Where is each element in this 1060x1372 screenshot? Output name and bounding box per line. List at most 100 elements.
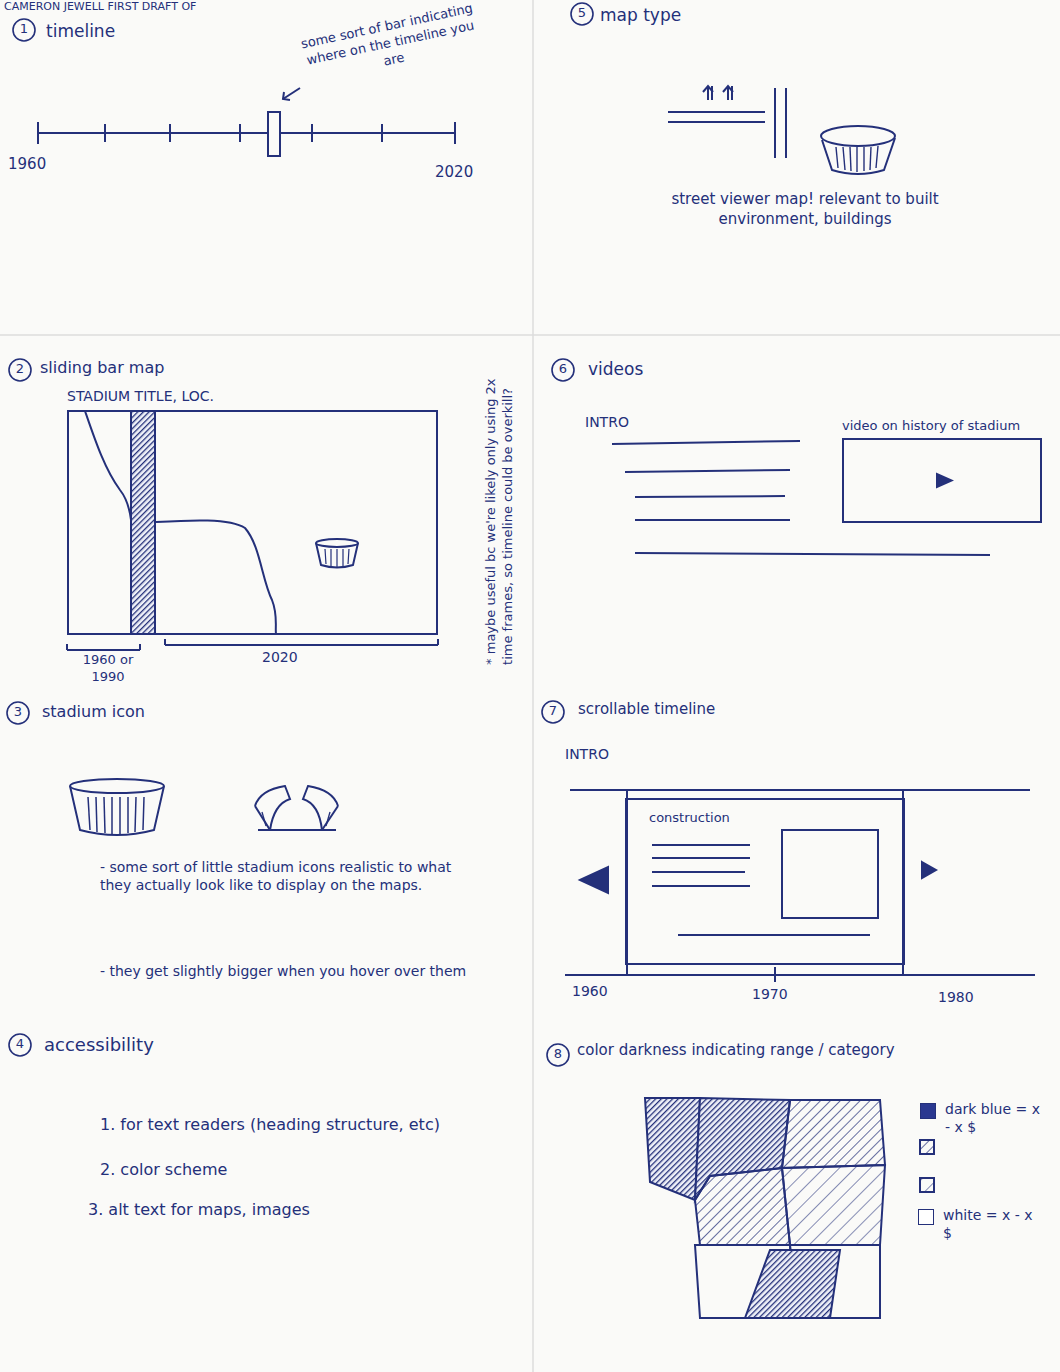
choropleth-sketch [645, 1098, 700, 1200]
axis-label: 1960 [8, 155, 68, 175]
street-map-sketch [843, 147, 845, 170]
scroll-timeline-sketch [580, 867, 608, 893]
callout-circles [542, 701, 564, 723]
legend-swatch [920, 1103, 936, 1119]
street-map-sketch [870, 147, 871, 170]
callout-circles [7, 3, 593, 1066]
scroll-timeline-sketch [570, 789, 1030, 791]
play-button [936, 473, 954, 489]
choropleth-sketch [782, 1165, 885, 1245]
section-title: sliding bar map [40, 358, 290, 379]
street-map-sketch [863, 147, 864, 171]
street-map-sketch [836, 147, 838, 168]
sliding-map-sketch [342, 549, 343, 566]
section-title: accessibility [44, 1033, 294, 1056]
street-map-sketch [876, 146, 878, 168]
stadium-icons [326, 812, 330, 826]
sketch-note: - some sort of little stadium icons real… [100, 858, 480, 894]
callout-number: 6 [552, 361, 574, 378]
stadium-icons [88, 797, 90, 830]
sketch-note: - they get slightly bigger when you hove… [100, 962, 500, 980]
choropleth-sketch [645, 1098, 934, 1318]
timeline-sketch [311, 124, 313, 142]
street-map-sketch [821, 126, 895, 146]
timeline-sketch [38, 132, 455, 134]
scroll-timeline-sketch [922, 862, 936, 878]
node-heading: construction [649, 810, 779, 826]
video-page-sketch [612, 441, 800, 444]
video-page-sketch [635, 519, 790, 521]
sliding-map-sketch [336, 549, 337, 567]
stadium-icons [262, 812, 330, 826]
node-heading: video on history of stadium [842, 418, 1042, 434]
stadium-icons [96, 797, 97, 832]
video-frame: video on history of stadium [842, 418, 1042, 523]
street-map-sketch [711, 86, 713, 100]
street-map-sketch [731, 86, 733, 100]
street-map-sketch [836, 146, 878, 172]
paper-fold [0, 334, 1060, 336]
node-heading: STADIUM TITLE, LOC. [67, 388, 438, 406]
section-title: scrollable timeline [578, 700, 828, 720]
callout-number: 4 [9, 1036, 31, 1053]
stadium-icons [255, 806, 270, 830]
timeline-sketch [104, 124, 106, 142]
scroll-timeline-sketch [774, 967, 776, 982]
choropleth-sketch [695, 1168, 790, 1245]
sliding-map-sketch [131, 411, 155, 634]
choropleth-sketch [782, 1100, 885, 1168]
stadium-icons [111, 797, 113, 834]
sliding-map-sketch [67, 649, 140, 651]
scroll-timeline-sketch [652, 871, 745, 873]
callout-number: 1 [13, 21, 35, 38]
sliding-map-sketch [316, 539, 358, 547]
axis-label: 1960 [572, 982, 632, 1000]
sliding-map-sketch [348, 549, 349, 564]
stadium-icons [143, 797, 144, 830]
list-item: 3. alt text for maps, images [88, 1200, 488, 1221]
callout-number: 2 [9, 361, 31, 378]
stadium-icons [258, 829, 336, 831]
intro-label: INTRO [565, 745, 665, 763]
callout-number: 5 [571, 5, 593, 22]
street-map-sketch [668, 86, 895, 174]
map-border [67, 410, 438, 635]
stadium-icons [322, 806, 338, 830]
sliding-map-sketch [156, 520, 276, 634]
callout-circles [7, 702, 29, 724]
legend-row: white = x - x $ [918, 1206, 1038, 1242]
axis-label: 1970 [752, 985, 812, 1003]
sliding-map-sketch [67, 411, 438, 650]
section-title: stadium icon [42, 702, 242, 723]
intro-label: INTRO [585, 413, 685, 431]
callout-circles [571, 3, 593, 25]
scroll-timeline-sketch [565, 974, 1035, 976]
street-map-sketch [668, 121, 765, 123]
timeline-sketch [381, 124, 383, 142]
side-note: * maybe useful bc we're likely only usin… [483, 355, 517, 665]
callout-circles [9, 1034, 31, 1056]
stadium-icons [119, 797, 121, 834]
scroll-timeline-sketch [565, 790, 1035, 982]
sliding-map-sketch [325, 549, 349, 567]
callout-number: 7 [542, 703, 564, 720]
section-title: videos [588, 358, 738, 380]
sketch-note: street viewer map! relevant to built env… [640, 190, 970, 229]
sliding-map-sketch [165, 644, 438, 646]
sliding-map-sketch [325, 549, 326, 564]
author-header: CAMERON JEWELL FIRST DRAFT OF [4, 0, 404, 14]
scroll-timeline-sketch [652, 857, 750, 859]
timeline-sketch [169, 124, 171, 142]
scroll-timeline-sketch [782, 830, 878, 918]
section-title: color darkness indicating range / catego… [577, 1041, 1047, 1061]
axis-label: 2020 [435, 163, 495, 183]
callout-circles [13, 19, 35, 41]
callout-number: 8 [547, 1046, 569, 1063]
legend-text: dark blue = x - x $ [945, 1100, 1040, 1136]
street-map-sketch [785, 88, 787, 158]
callout-note: some sort of bar indicating where on the… [295, 0, 486, 87]
sliding-map-sketch [139, 644, 141, 650]
map-frame: STADIUM TITLE, LOC. [67, 388, 438, 635]
